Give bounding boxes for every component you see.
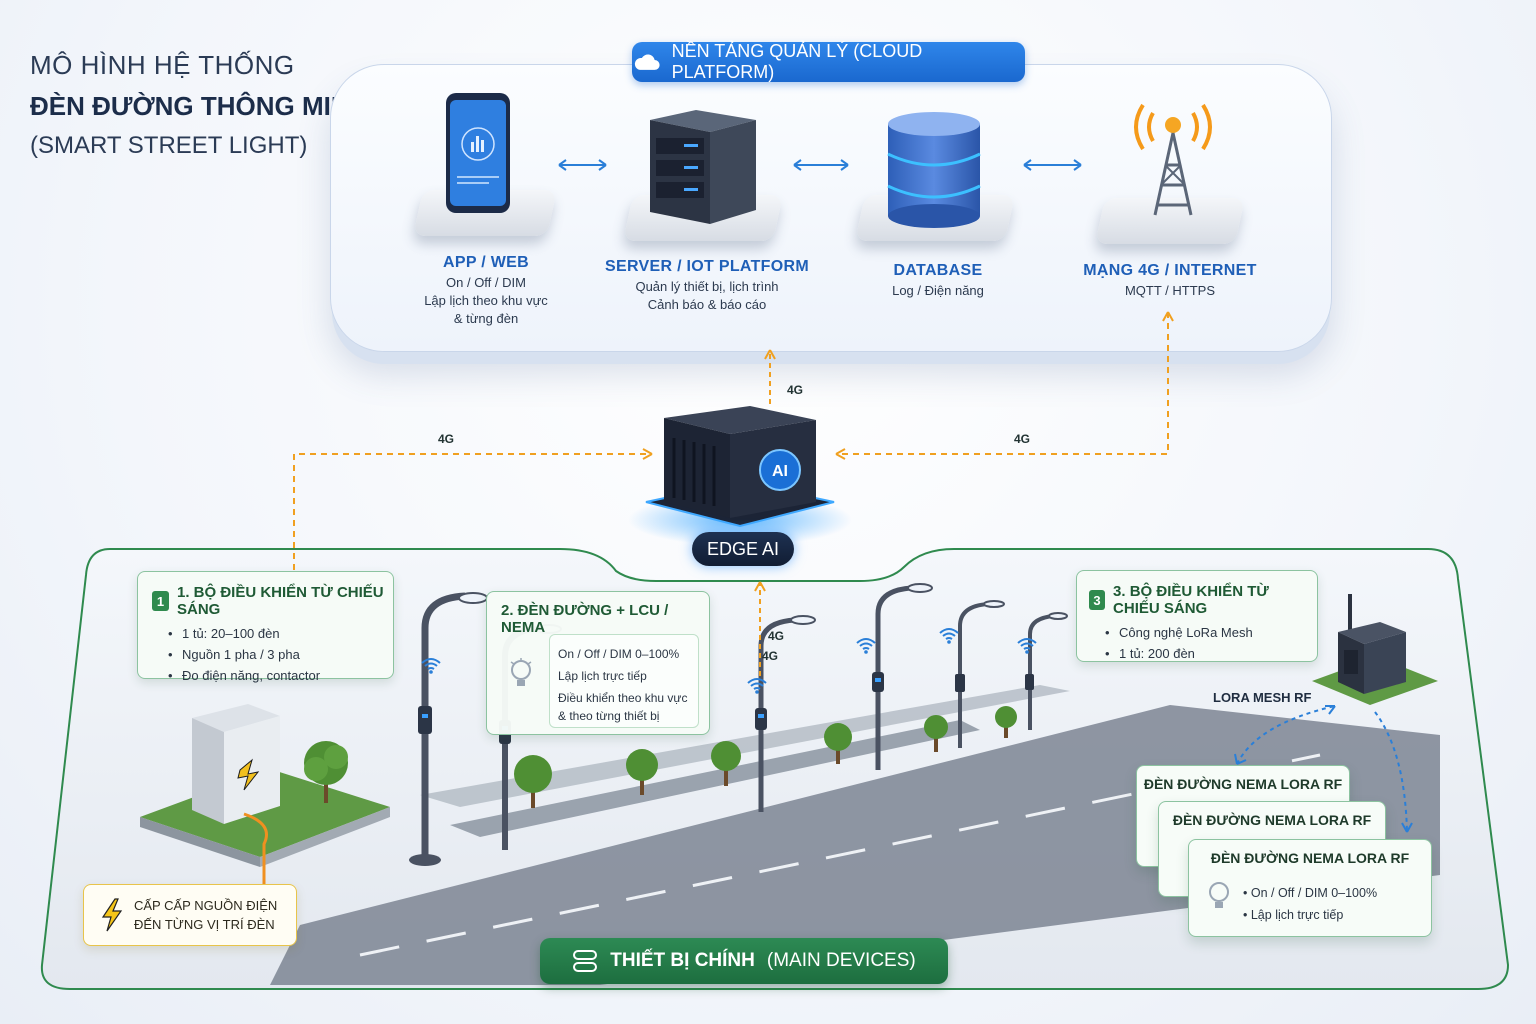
list-item: Lập lịch trực tiếp bbox=[558, 669, 647, 683]
link-label-4g-left: 4G bbox=[438, 432, 455, 446]
list-item: Đo điện năng, contactor bbox=[168, 668, 393, 683]
list-item: Công nghệ LoRa Mesh bbox=[1105, 625, 1317, 640]
list-item: 1 tủ: 20–100 đèn bbox=[168, 626, 393, 641]
card-detail-box: On / Off / DIM 0–100% Lập lịch trực tiếp… bbox=[549, 634, 699, 728]
edge-ai-label: EDGE AI bbox=[692, 532, 794, 566]
tree-icon bbox=[995, 706, 1017, 738]
node-internet: MẠNG 4G / INTERNET MQTT / HTTPS bbox=[1050, 262, 1290, 298]
power-line-2: ĐẾN TỪNG VỊ TRÍ ĐÈN bbox=[134, 917, 275, 932]
card-lighting-controller-1: 1 1. BỘ ĐIỀU KHIỂN TỪ CHIẾU SÁNG 1 tủ: 2… bbox=[137, 571, 394, 683]
cloud-platform-badge: NỀN TẢNG QUẢN LÝ (CLOUD PLATFORM) bbox=[632, 41, 1025, 82]
node-title: APP / WEB bbox=[443, 254, 529, 271]
node-title: MẠNG 4G / INTERNET bbox=[1083, 262, 1257, 279]
tree-icon bbox=[626, 749, 658, 795]
lora-gateway-cabinet-icon bbox=[1338, 594, 1406, 694]
link-arrow-app-server bbox=[558, 159, 607, 171]
list-item: Điều khiển theo khu vực bbox=[558, 691, 688, 705]
smartphone-icon bbox=[446, 93, 510, 213]
node-app-web: APP / WEB On / Off / DIM Lập lịch theo k… bbox=[366, 254, 606, 326]
node-detail: On / Off / DIM bbox=[446, 275, 526, 290]
main-devices-badge: THIẾT BỊ CHÍNH (MAIN DEVICES) bbox=[540, 938, 948, 984]
power-cable bbox=[243, 812, 268, 890]
wifi-icon bbox=[421, 658, 441, 674]
light-bulb-icon bbox=[1209, 882, 1229, 908]
node-database: DATABASE Log / Điện năng bbox=[818, 262, 1058, 298]
card-list: Công nghệ LoRa Mesh 1 tủ: 200 đèn bbox=[1089, 625, 1317, 661]
title-line-1: MÔ HÌNH HỆ THỐNG bbox=[30, 50, 295, 80]
card-title: 3. BỘ ĐIỀU KHIỂN TỪ CHIẾU SÁNG bbox=[1113, 583, 1269, 617]
title-line-2: ĐÈN ĐƯỜNG THÔNG MINH bbox=[30, 91, 369, 121]
link-label-4g-pole-a: 4G bbox=[768, 629, 785, 643]
street-lamp-5 bbox=[955, 600, 1005, 748]
number-badge: 3 bbox=[1089, 590, 1106, 610]
cloud-platform-label: NỀN TẢNG QUẢN LÝ (CLOUD PLATFORM) bbox=[671, 41, 923, 82]
tree-icon bbox=[711, 741, 741, 786]
power-supply-card: CẤP CẤP NGUỒN ĐIỆN ĐẾN TỪNG VỊ TRÍ ĐÈN bbox=[83, 884, 297, 946]
link-arrow-server-database bbox=[793, 159, 849, 171]
list-item: Lập lịch trực tiếp bbox=[1250, 908, 1344, 922]
node-server: SERVER / IOT PLATFORM Quản lý thiết bị, … bbox=[587, 258, 827, 312]
wifi-icon bbox=[856, 638, 876, 654]
light-bulb-icon bbox=[510, 658, 532, 686]
wifi-icon bbox=[939, 628, 959, 644]
main-badge-rest: (MAIN DEVICES) bbox=[766, 950, 916, 971]
node-detail: Quản lý thiết bị, lịch trình bbox=[635, 279, 779, 294]
list-item: 1 tủ: 200 đèn bbox=[1105, 646, 1317, 661]
edge-ai-device-icon: AI bbox=[628, 406, 852, 546]
link-arrow-database-internet bbox=[1023, 159, 1082, 171]
link-label-4g-pole-b: 4G bbox=[762, 649, 779, 663]
link-label-4g-right: 4G bbox=[1014, 432, 1031, 446]
street-lamp-1 bbox=[409, 592, 488, 866]
node-detail: & từng đèn bbox=[453, 311, 519, 326]
lightning-bolt-icon bbox=[101, 898, 123, 932]
cloud-icon bbox=[634, 54, 660, 70]
tree-icon bbox=[514, 755, 552, 808]
number-badge: 1 bbox=[152, 591, 169, 611]
street-lamp-6 bbox=[1025, 612, 1068, 730]
page-title: MÔ HÌNH HỆ THỐNG ĐÈN ĐƯỜNG THÔNG MINH (S… bbox=[30, 50, 368, 160]
database-icon bbox=[887, 112, 981, 228]
lora-link-arrows bbox=[1234, 705, 1413, 833]
cell-tower-icon bbox=[1134, 103, 1212, 216]
list-item: Nguồn 1 pha / 3 pha bbox=[168, 647, 393, 662]
edge-ai-chip-label: AI bbox=[772, 463, 788, 480]
control-cabinet-icon bbox=[192, 704, 280, 824]
node-title: SERVER / IOT PLATFORM bbox=[605, 258, 809, 275]
node-detail: Log / Điện năng bbox=[892, 283, 984, 298]
server-rack-icon bbox=[650, 110, 756, 224]
tree-icon bbox=[824, 723, 852, 764]
wifi-icon bbox=[747, 678, 767, 694]
tree-icon bbox=[304, 741, 348, 803]
card-lighting-controller-3: 3 3. BỘ ĐIỀU KHIỂN TỪ CHIẾU SÁNG Công ng… bbox=[1076, 570, 1318, 662]
list-item: On / Off / DIM 0–100% bbox=[1250, 886, 1378, 900]
list-item: On / Off / DIM 0–100% bbox=[558, 647, 680, 661]
node-detail: MQTT / HTTPS bbox=[1124, 283, 1216, 298]
node-detail: Lập lịch theo khu vực bbox=[424, 293, 548, 308]
node-detail: Cảnh báo & báo cáo bbox=[647, 297, 767, 312]
card-list: 1 tủ: 20–100 đèn Nguồn 1 pha / 3 pha Đo … bbox=[152, 626, 393, 683]
card-title: 2. ĐÈN ĐƯỜNG + LCU / NEMA bbox=[501, 602, 669, 636]
wifi-icon bbox=[1017, 638, 1037, 654]
link-label-4g-up: 4G bbox=[787, 383, 804, 397]
card-title: 1. BỘ ĐIỀU KHIỂN TỪ CHIẾU SÁNG bbox=[177, 584, 384, 618]
nema-card-title: ĐÈN ĐƯỜNG NEMA LORA RF bbox=[1210, 850, 1410, 866]
nema-card-front: ĐÈN ĐƯỜNG NEMA LORA RF • On / Off / DIM … bbox=[1188, 839, 1432, 937]
card-lamp-lcu-nema: 2. ĐÈN ĐƯỜNG + LCU / NEMA On / Off / DIM… bbox=[486, 591, 710, 735]
device-stack-icon bbox=[573, 950, 598, 972]
nema-card-title: ĐÈN ĐƯỜNG NEMA LORA RF bbox=[1172, 812, 1372, 828]
lora-mesh-label: LORA MESH RF bbox=[1213, 690, 1312, 705]
nema-card-title: ĐÈN ĐƯỜNG NEMA LORA RF bbox=[1143, 776, 1343, 792]
node-title: DATABASE bbox=[893, 262, 983, 279]
street-lamp-4 bbox=[872, 583, 933, 770]
main-badge-bold: THIẾT BỊ CHÍNH bbox=[610, 950, 755, 971]
tree-icon bbox=[924, 715, 948, 752]
title-line-3: (SMART STREET LIGHT) bbox=[30, 132, 308, 159]
list-item: & theo từng thiết bị bbox=[558, 709, 660, 723]
power-line-1: CẤP CẤP NGUỒN ĐIỆN bbox=[134, 898, 278, 913]
